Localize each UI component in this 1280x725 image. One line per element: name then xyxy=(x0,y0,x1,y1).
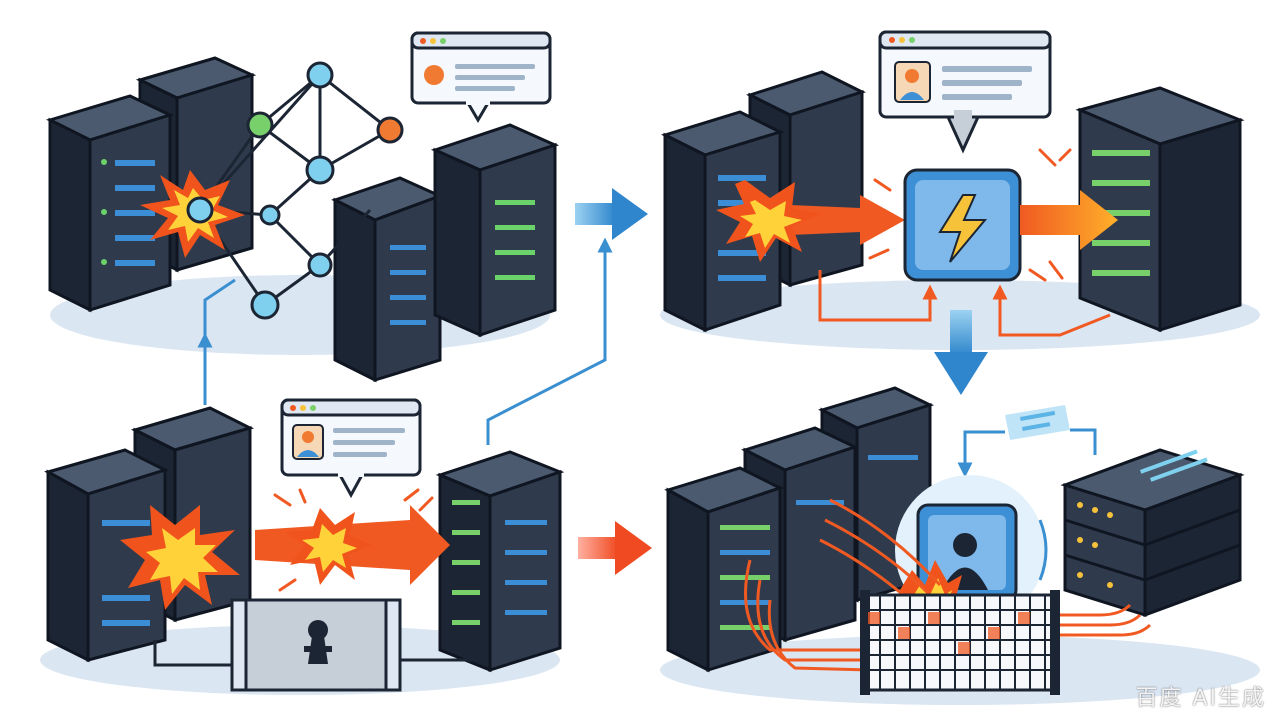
padlock-keyhole-icon xyxy=(153,598,472,692)
notification-card-icon xyxy=(280,398,422,499)
flow-arrows xyxy=(197,188,988,575)
flow-arrows xyxy=(818,190,1118,337)
spark-lines xyxy=(868,148,1072,282)
lightning-bolt-icon xyxy=(903,168,1022,282)
server-rack-icon xyxy=(664,386,1245,673)
explosion-icon xyxy=(120,505,450,610)
watermark-logo: 百度 AI生成 xyxy=(1135,686,1266,711)
panel-top-left xyxy=(45,31,560,383)
notification-card-icon xyxy=(410,31,552,123)
panel-top-right xyxy=(660,30,1245,337)
explosion-icon xyxy=(140,170,245,258)
spark-lines xyxy=(273,488,434,592)
explosion-icon xyxy=(716,180,905,262)
notification-card-icon xyxy=(957,405,1097,478)
firewall-grid-icon xyxy=(860,590,1060,695)
notification-card-icon xyxy=(878,30,1052,154)
panel-bottom-right xyxy=(664,386,1245,695)
panel-bottom-left xyxy=(44,398,565,692)
flow-arrows xyxy=(744,498,1152,672)
